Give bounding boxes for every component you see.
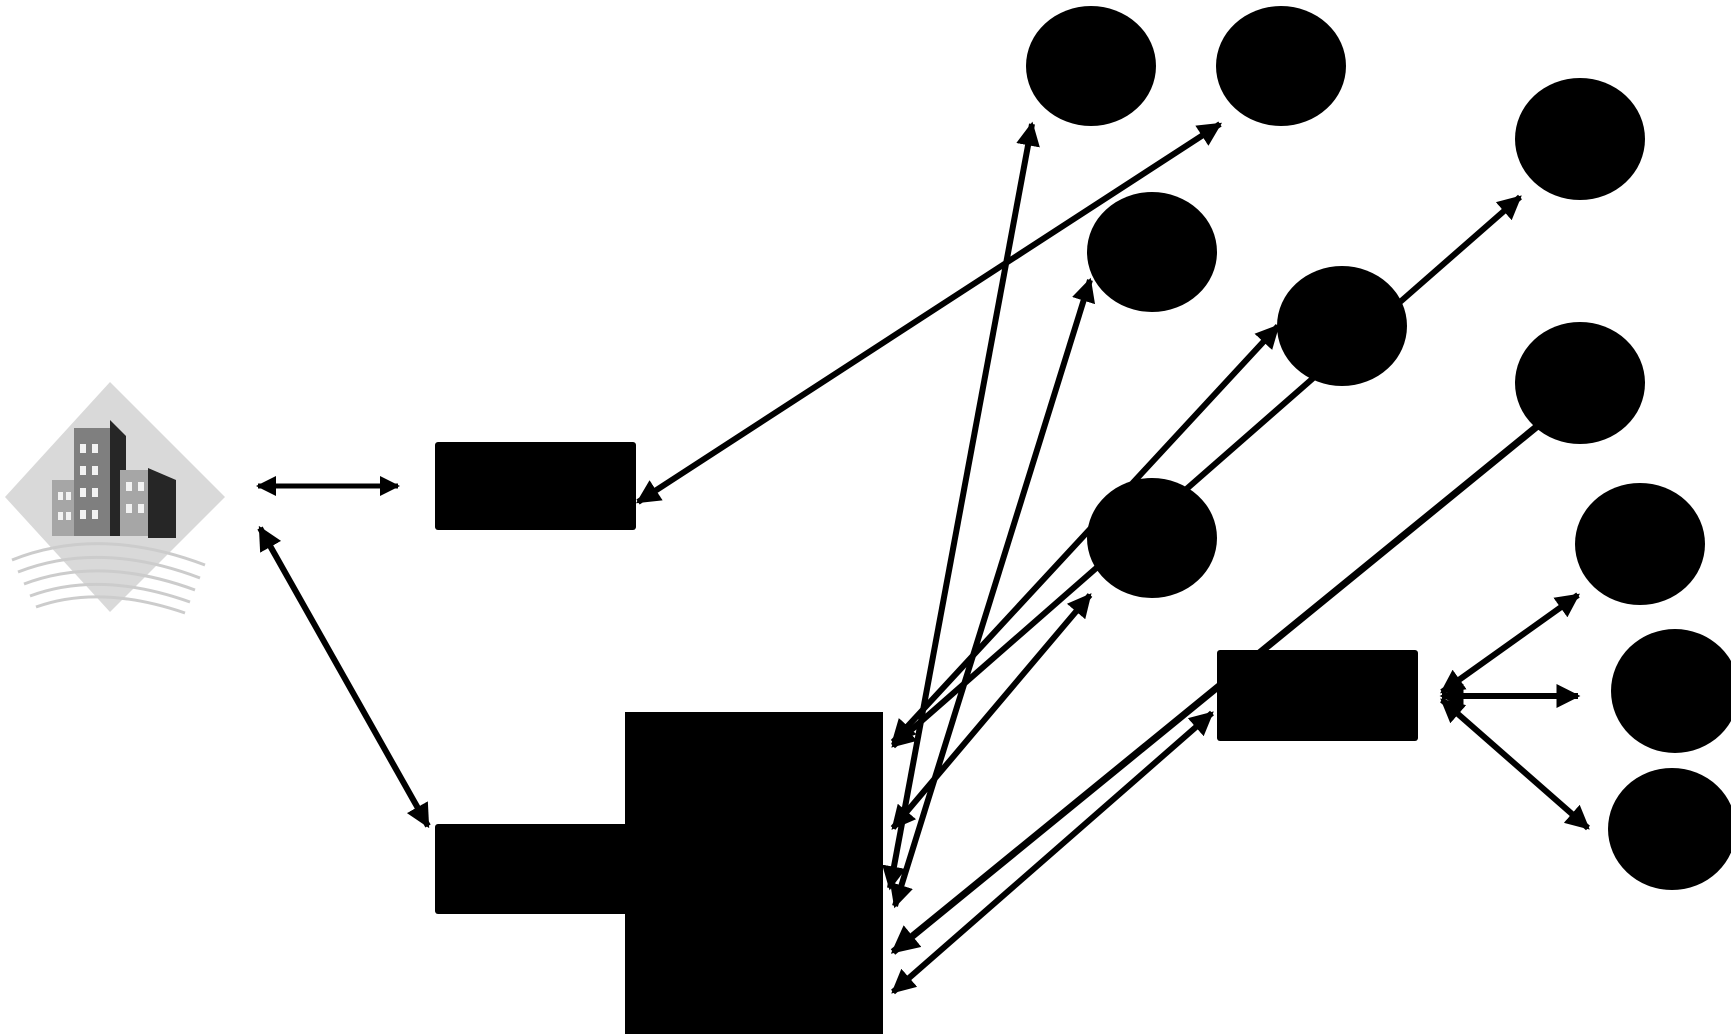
- icon-wave-lines: [11, 542, 206, 615]
- node-mid-upper: [1087, 192, 1217, 312]
- box-top-left: [435, 442, 636, 530]
- node-top-2: [1216, 6, 1346, 126]
- connector-center-to-node-top-1: [882, 121, 1040, 891]
- boxes: [435, 442, 1418, 1034]
- box-bottom-left: [435, 824, 640, 914]
- connector-icon-to-box-bottom-left: [257, 525, 431, 829]
- node-right-3: [1608, 768, 1731, 890]
- connectors: [256, 121, 1590, 995]
- nodes: [1026, 6, 1731, 890]
- connector-box-right-to-node-right-3: [1440, 697, 1590, 831]
- city-buildings-icon: [5, 382, 225, 615]
- connector-box-top-left-to-node-top-2: [635, 121, 1223, 505]
- box-large-center: [625, 712, 883, 1034]
- node-mid-center: [1277, 266, 1407, 386]
- icon-buildings: [52, 420, 176, 538]
- node-mid-lower: [1087, 478, 1217, 598]
- node-top-right: [1515, 78, 1645, 200]
- node-top-1: [1026, 6, 1156, 126]
- node-right-2: [1611, 629, 1731, 753]
- connector-center-to-box-right: [891, 710, 1214, 995]
- connector-box-right-to-node-right-1: [1440, 592, 1580, 695]
- node-right-mid: [1515, 322, 1645, 444]
- node-right-1: [1575, 483, 1705, 605]
